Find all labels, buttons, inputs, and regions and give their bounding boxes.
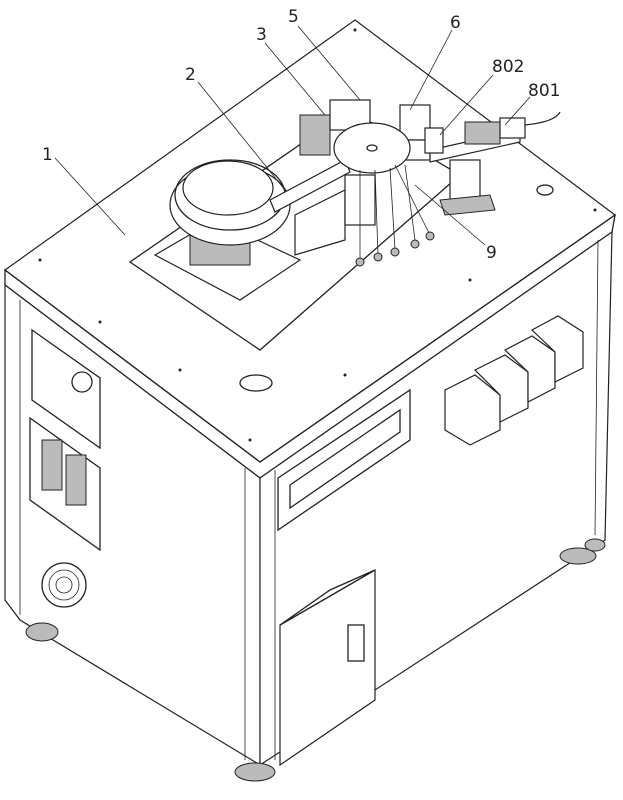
label-5: 5 <box>288 7 299 27</box>
label-2: 2 <box>185 65 196 85</box>
label-6: 6 <box>450 13 461 33</box>
detector-assembly <box>424 111 561 216</box>
label-802: 802 <box>492 57 524 77</box>
label-1: 1 <box>42 145 53 165</box>
drawer-boxes <box>444 315 584 446</box>
turntable-assembly <box>299 99 435 267</box>
label-801: 801 <box>528 81 560 101</box>
label-9: 9 <box>486 243 497 263</box>
leader-lines <box>54 25 531 246</box>
label-3: 3 <box>256 25 267 45</box>
vibratory-bowl <box>153 159 351 301</box>
